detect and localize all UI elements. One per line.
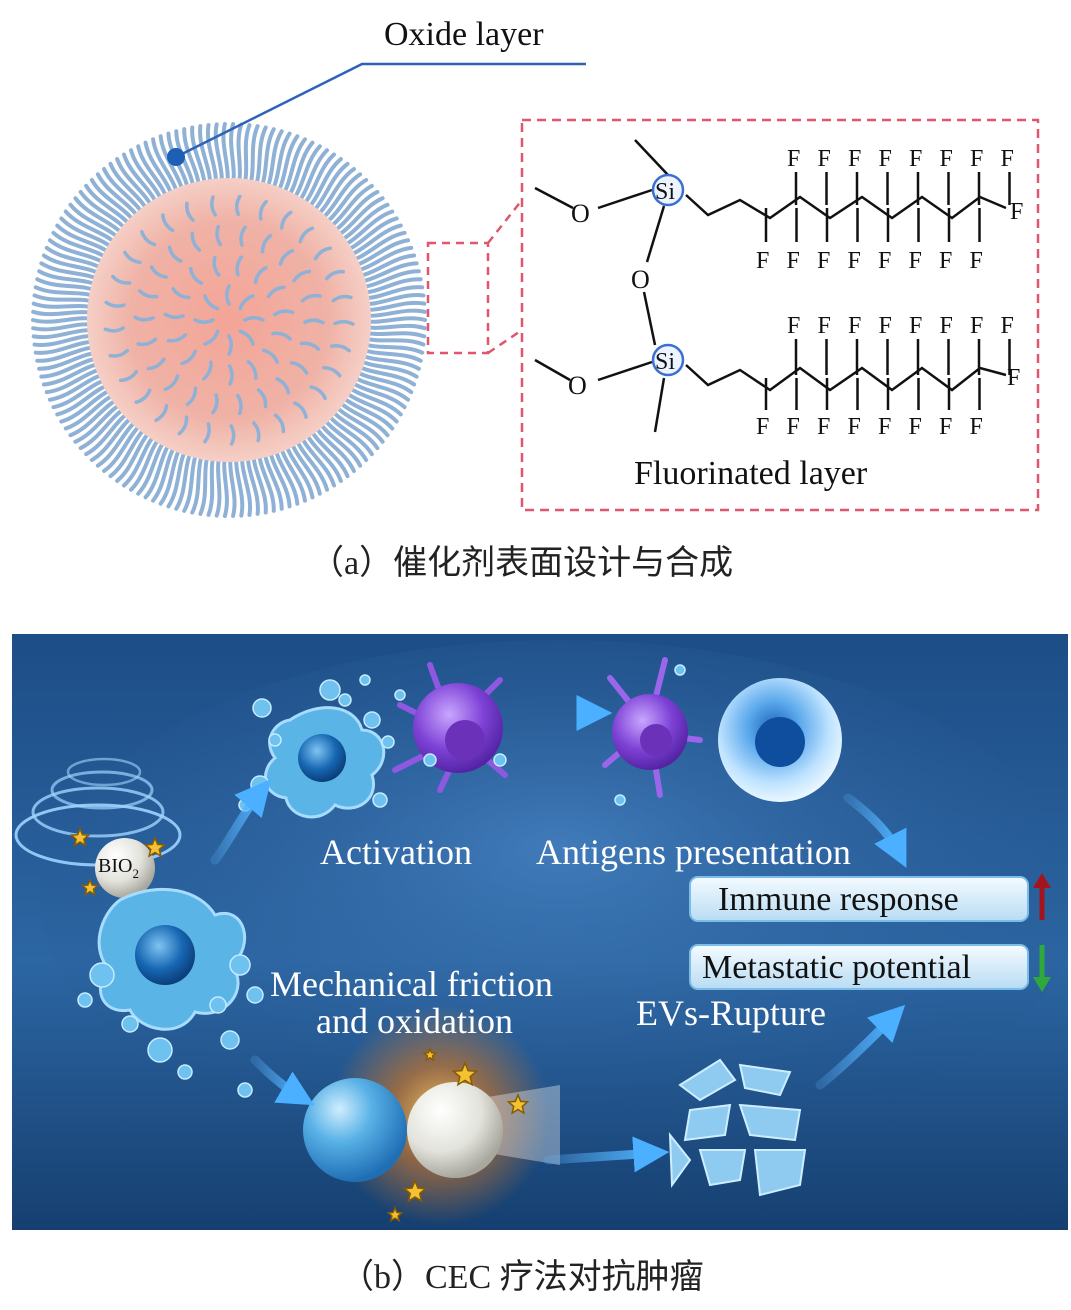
bubble	[178, 1065, 192, 1079]
fluorosilane-structure	[535, 140, 1010, 432]
bubble	[148, 1038, 172, 1062]
bubble	[382, 736, 394, 748]
bubble	[339, 694, 351, 706]
fluorine-atom: F	[818, 313, 831, 339]
friction-label-line2: and oxidation	[316, 1001, 513, 1041]
panel-a: Oxide layer Si S	[33, 16, 1038, 582]
bubble	[221, 1031, 239, 1049]
fluorine-atom: F	[848, 313, 861, 339]
fluorine-atom: F	[909, 313, 922, 339]
fluorine-atom: F	[1010, 199, 1023, 225]
fluorine-atom: F	[787, 313, 800, 339]
bubble	[78, 993, 92, 1007]
fluorine-atom: F	[817, 248, 830, 274]
fluorine-atom: F	[970, 248, 983, 274]
fluorine-atom: F	[939, 414, 952, 440]
fluorine-atom: F	[848, 248, 861, 274]
bubble	[675, 665, 685, 675]
fluorine-atom: F	[909, 248, 922, 274]
evs-rupture-label: EVs-Rupture	[636, 993, 826, 1033]
fluorine-atom: F	[878, 248, 891, 274]
bubble	[210, 997, 226, 1013]
fluorine-atom: F	[970, 146, 983, 172]
bubble	[615, 795, 625, 805]
o-label-mid: O	[631, 265, 650, 294]
oxide-layer-label: Oxide layer	[384, 16, 544, 53]
metastatic-potential-text: Metastatic potential	[702, 949, 971, 986]
fluorine-atom: F	[1007, 365, 1020, 391]
fluorine-atom: F	[970, 414, 983, 440]
fluorine-atom: F	[756, 414, 769, 440]
bubble	[424, 754, 436, 766]
fluorine-atom: F	[787, 414, 800, 440]
fluorine-atom: F	[879, 146, 892, 172]
fluorine-atom: F	[787, 146, 800, 172]
tumor-sphere	[303, 1078, 407, 1182]
immune-cell	[718, 678, 842, 802]
fluorine-atom: F	[970, 313, 983, 339]
bubble	[253, 699, 271, 717]
immune-response-text: Immune response	[718, 881, 959, 918]
fluorine-atom: F	[878, 414, 891, 440]
fluorine-atom: F	[909, 146, 922, 172]
bubble	[395, 690, 405, 700]
fluorine-atom: F	[848, 414, 861, 440]
bubble	[320, 680, 340, 700]
oxide-marker-dot	[167, 148, 185, 166]
fluorine-atom: F	[909, 414, 922, 440]
particle-core	[87, 178, 371, 462]
bubble	[247, 987, 263, 1003]
bubble	[230, 955, 250, 975]
o-label-top: O	[571, 199, 590, 228]
fluorine-atom: F	[940, 313, 953, 339]
friction-label-line1: Mechanical friction	[270, 964, 553, 1004]
fluorine-atom: F	[787, 248, 800, 274]
bubble	[364, 712, 380, 728]
activation-label: Activation	[320, 832, 472, 872]
nanoparticle	[33, 124, 425, 516]
fluorine-atom: F	[1001, 313, 1014, 339]
fluorine-atom: F	[817, 414, 830, 440]
molecule-inset-box	[522, 120, 1038, 510]
fluorine-atom: F	[1001, 146, 1014, 172]
o-label-bottom: O	[568, 371, 587, 400]
bubble	[238, 1083, 252, 1097]
metastatic-potential-badge: Metastatic potential	[690, 945, 1028, 989]
zoom-connector	[428, 200, 522, 353]
immune-response-badge: Immune response	[690, 877, 1028, 921]
fluorine-atom: F	[939, 248, 952, 274]
bubble	[360, 675, 370, 685]
si-label-bottom: Si	[655, 349, 675, 375]
bubble	[90, 963, 114, 987]
fluorine-atom: F	[879, 313, 892, 339]
bio2-sphere	[407, 1082, 503, 1178]
fluorine-atom: F	[818, 146, 831, 172]
caption-b: （b）CEC 疗法对抗肿瘤	[340, 1258, 704, 1296]
si-label-top: Si	[655, 179, 675, 205]
bubble	[373, 793, 387, 807]
panel-b: BIO2	[12, 634, 1071, 1296]
fluorine-atom: F	[940, 146, 953, 172]
bubble	[269, 734, 281, 746]
fluorinated-layer-label: Fluorinated layer	[634, 455, 868, 492]
bubble	[494, 754, 506, 766]
caption-a: （a）催化剂表面设计与合成	[310, 544, 733, 582]
bubble	[122, 1016, 138, 1032]
fluorine-atom: F	[756, 248, 769, 274]
antigens-label: Antigens presentation	[536, 832, 851, 872]
fluorine-atom: F	[848, 146, 861, 172]
